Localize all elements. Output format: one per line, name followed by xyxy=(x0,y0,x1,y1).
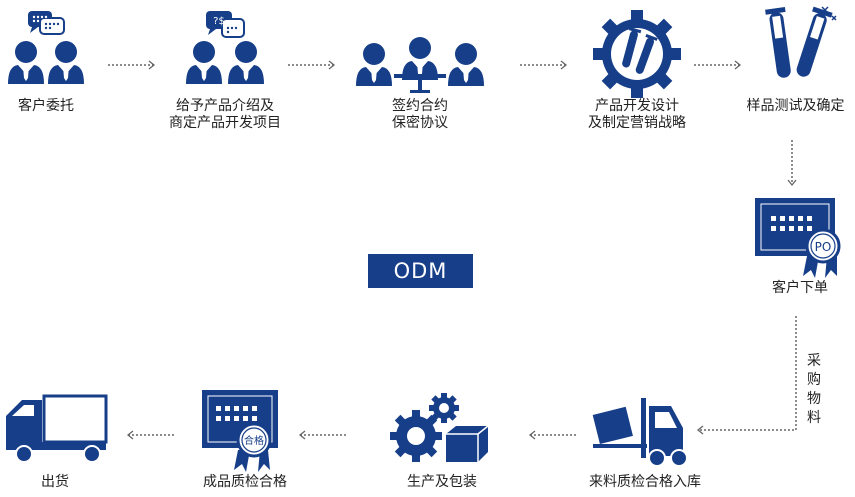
step-client-order: PO 客户下单 xyxy=(745,196,855,297)
two-people-question-icon: ?$ xyxy=(186,11,264,84)
step-shipping: 出货 xyxy=(0,392,110,491)
step-label: 产品开发设计 及制定营销战略 xyxy=(572,98,702,132)
step-label: 样品测试及确定 xyxy=(736,98,855,115)
test-tubes-icon xyxy=(765,6,837,78)
qualified-badge: 合格 xyxy=(244,434,264,447)
connector-label: 采 购 物 料 xyxy=(803,352,825,428)
two-people-chat-icon xyxy=(8,11,84,84)
step-label-line: 及制定营销战略 xyxy=(588,115,686,131)
step-label-line: 商定产品开发项目 xyxy=(169,115,281,131)
step-label: 成品质检合格 xyxy=(180,474,310,491)
step-label: 来料质检合格入库 xyxy=(575,474,715,491)
step-label-line: 出货 xyxy=(41,474,69,490)
arrow-right-icon xyxy=(108,60,156,70)
arrow-left-icon xyxy=(126,430,174,440)
step-product-design: 产品开发设计 及制定营销战略 xyxy=(572,8,702,132)
connector-label-char: 物 xyxy=(807,391,821,407)
arrow-right-icon xyxy=(520,60,568,70)
arrow-left-icon xyxy=(528,430,576,440)
step-label-line: 签约合约 xyxy=(392,98,448,114)
step-label-line: 客户下单 xyxy=(772,280,828,296)
step-label-line: 保密协议 xyxy=(392,115,448,131)
step-material-inspection: 来料质检合格入库 xyxy=(575,392,715,491)
step-label-line: 产品开发设计 xyxy=(595,98,679,114)
step-label-line: 来料质检合格入库 xyxy=(589,474,701,490)
step-contract: 签约合约 保密协议 xyxy=(340,8,500,132)
connector-label-char: 购 xyxy=(807,372,821,388)
step-client-commission: 客户委托 xyxy=(0,8,92,115)
step-product-intro: ?$ 给予产品介绍及 商定产品开发项目 xyxy=(160,8,290,132)
step-production-packaging: 生产及包装 xyxy=(378,392,506,491)
step-label: 生产及包装 xyxy=(378,474,506,491)
connector-label-char: 料 xyxy=(807,410,821,426)
meeting-table-icon xyxy=(356,37,484,93)
arrow-down-icon xyxy=(787,140,797,187)
po-certificate-icon: PO xyxy=(755,198,841,278)
step-label-line: 生产及包装 xyxy=(407,474,477,490)
forklift-icon xyxy=(592,398,688,467)
step-finished-inspection: 合格 成品质检合格 xyxy=(180,388,310,491)
step-label-line: 客户委托 xyxy=(18,98,74,114)
arrow-right-icon xyxy=(288,60,336,70)
step-label: 客户委托 xyxy=(0,98,92,115)
arrow-left-icon xyxy=(298,430,346,440)
step-label-line: 成品质检合格 xyxy=(203,474,287,490)
step-label: 出货 xyxy=(0,474,110,491)
step-label: 给予产品介绍及 商定产品开发项目 xyxy=(160,98,290,132)
step-label: 客户下单 xyxy=(745,280,855,297)
gears-box-icon xyxy=(390,393,489,462)
qualified-certificate-icon: 合格 xyxy=(202,390,278,472)
step-label-line: 给予产品介绍及 xyxy=(176,98,274,114)
connector-purchasing-arrow xyxy=(696,316,797,435)
arrow-right-icon xyxy=(694,60,742,70)
step-sample-testing: 样品测试及确定 xyxy=(736,4,855,115)
step-label-line: 样品测试及确定 xyxy=(746,98,845,114)
connector-label-char: 采 xyxy=(807,353,821,369)
truck-icon xyxy=(6,394,108,463)
svg-text:?$: ?$ xyxy=(213,16,225,27)
gear-test-tube-icon xyxy=(593,10,681,98)
step-label: 签约合约 保密协议 xyxy=(340,98,500,132)
po-badge: PO xyxy=(815,240,832,254)
odm-title-badge: ODM xyxy=(368,254,473,288)
